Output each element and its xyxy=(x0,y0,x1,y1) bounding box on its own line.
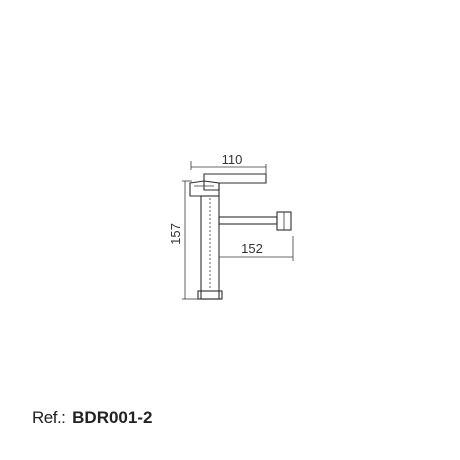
reference-label: Ref.: xyxy=(32,408,66,427)
reference-code: BDR001-2 xyxy=(72,408,153,427)
width-dimension-label: 110 xyxy=(222,152,243,167)
spout-reach-dimension: 152 xyxy=(219,236,294,261)
height-dimension: 157 xyxy=(168,180,198,300)
spout-reach-dimension-label: 152 xyxy=(241,241,263,256)
width-dimension: 110 xyxy=(190,152,267,183)
reference-line: Ref.: BDR001-2 xyxy=(32,408,152,428)
height-dimension-label: 157 xyxy=(168,223,183,245)
faucet-outline xyxy=(189,173,292,300)
